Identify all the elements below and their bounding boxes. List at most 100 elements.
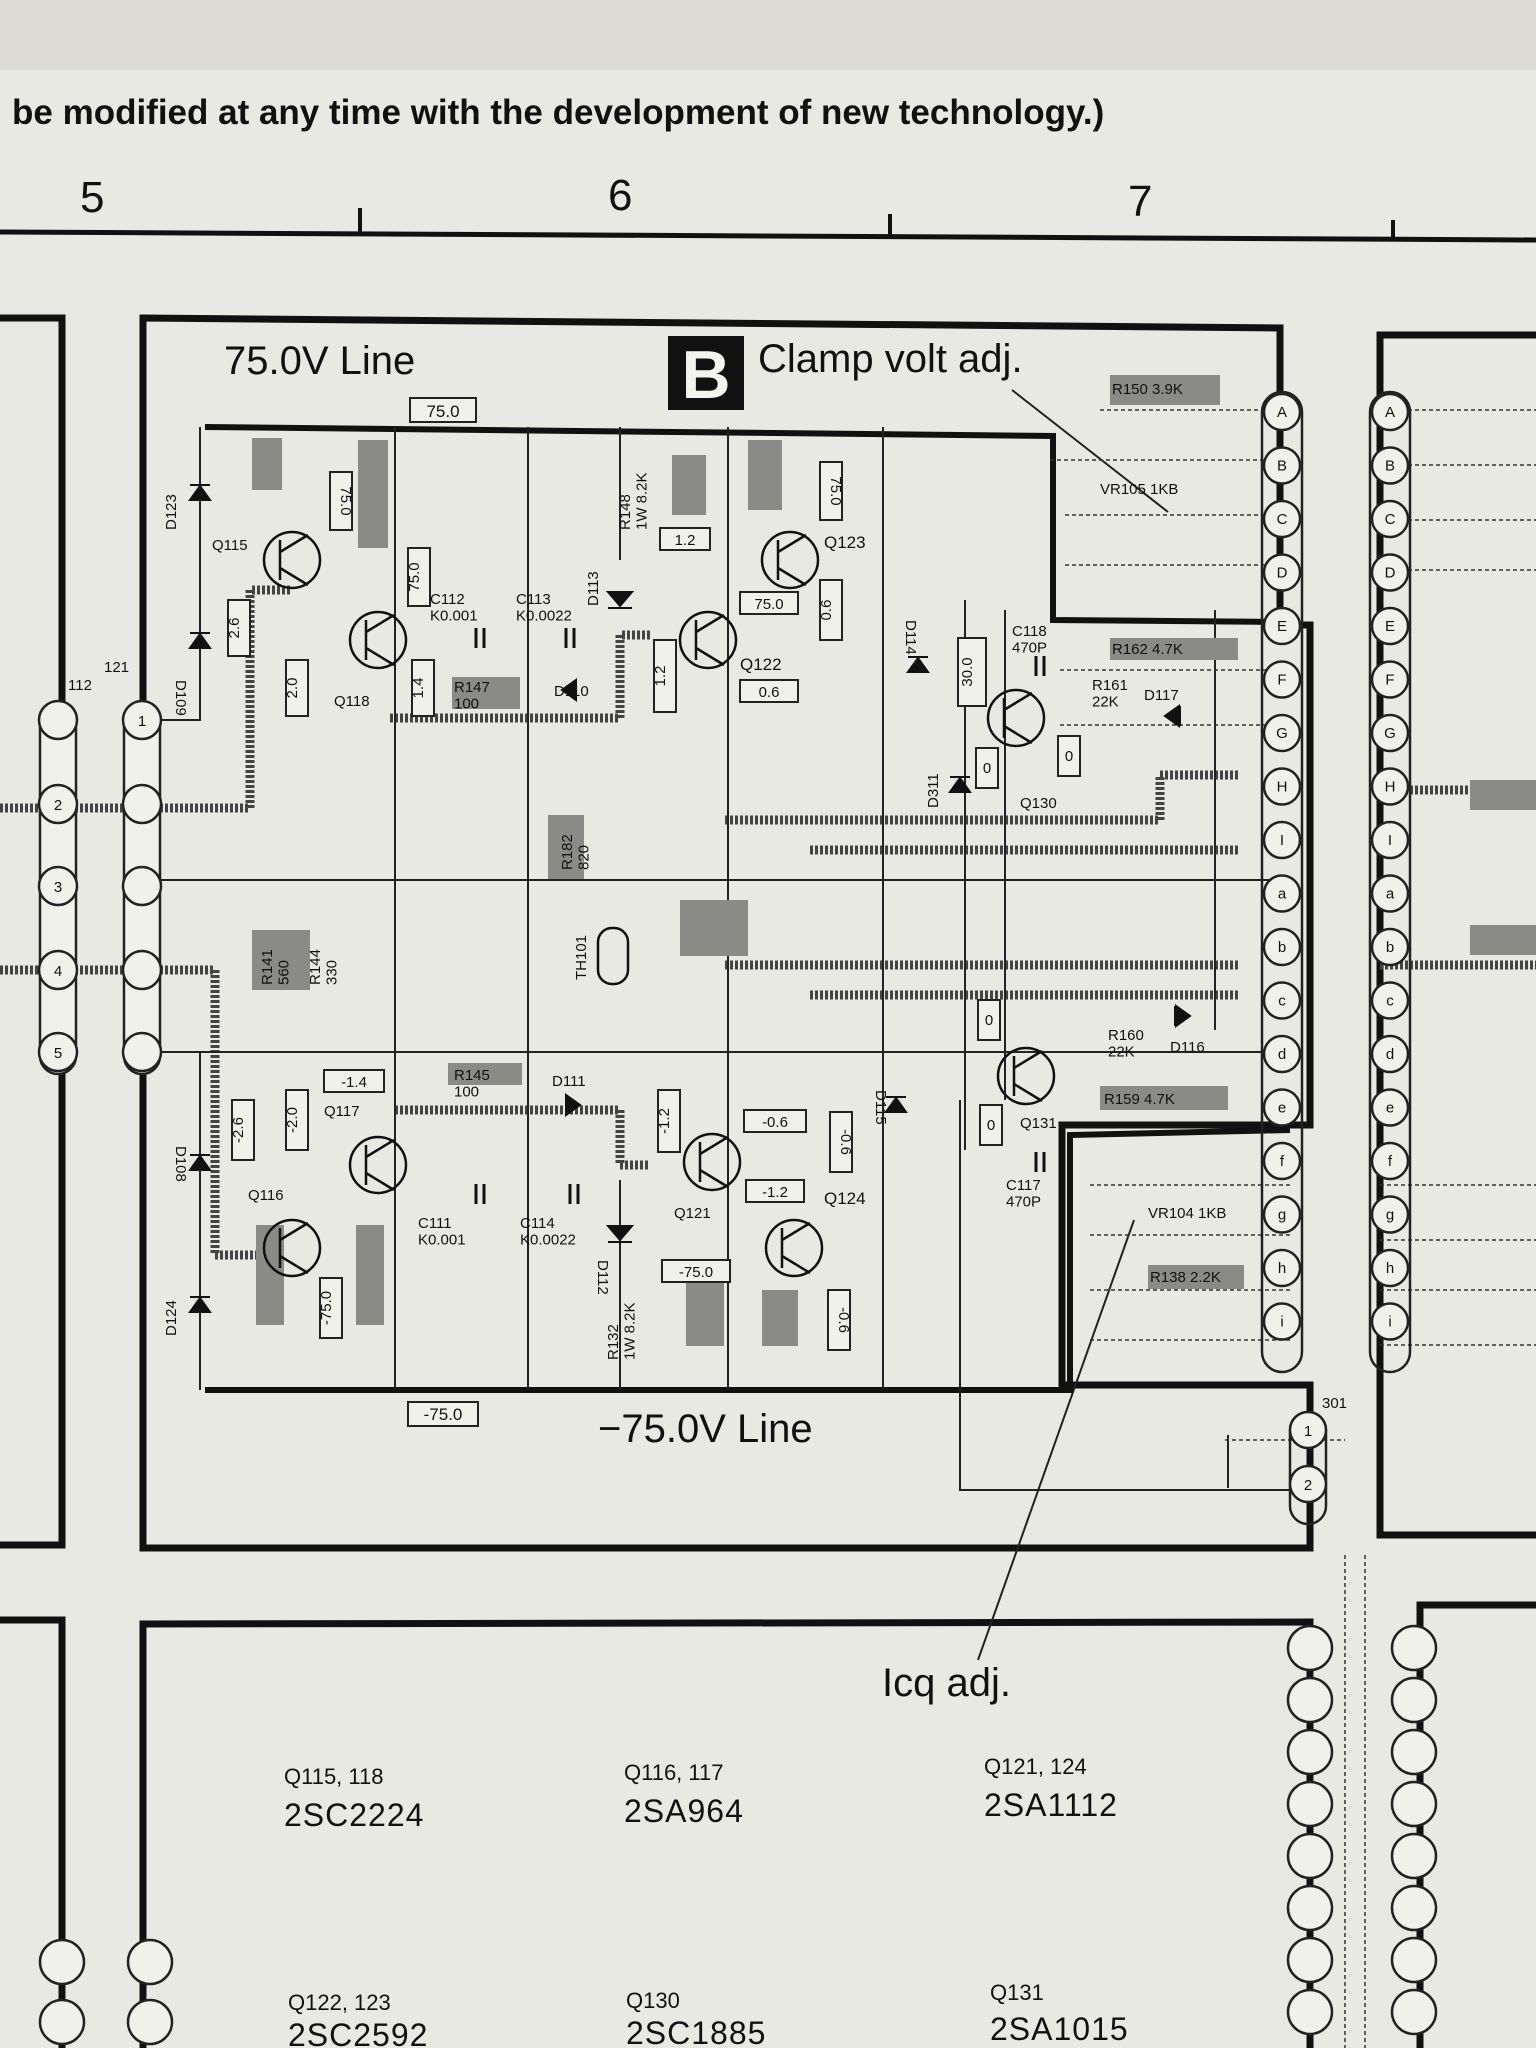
chain-connector-pin xyxy=(1390,1780,1438,1828)
chain-connector-pin xyxy=(1390,1832,1438,1880)
connector-pin-circle xyxy=(1262,820,1302,860)
chain-connector-pin xyxy=(1390,1988,1438,2036)
connector-pin-circle xyxy=(1370,820,1410,860)
label-d111: D111 xyxy=(552,1073,586,1090)
voltage-pos-rail: 75.0 xyxy=(426,402,459,421)
voltage-n0-6b: -0.6 xyxy=(837,1129,854,1155)
transistor-table: Q115, 118 2SC2224 Q116, 117 2SA964 Q121,… xyxy=(284,1754,1128,2048)
label-r150: R150 3.9K xyxy=(1112,381,1183,398)
voltage-75b: 75.0 xyxy=(406,562,423,591)
label-r144: R144330 xyxy=(307,949,341,985)
chain-connector-pin xyxy=(1286,1676,1334,1724)
connector-pin-label: g xyxy=(1386,1207,1394,1224)
connector-pin-label: f xyxy=(1280,1153,1285,1170)
transistor-q131 xyxy=(996,1046,1056,1106)
label-d114: D114 xyxy=(902,620,919,655)
connector-pin-circle xyxy=(1262,713,1302,753)
label-r138: R138 2.2K xyxy=(1150,1269,1221,1286)
connector-pin-circle xyxy=(1262,874,1302,913)
voltage-1-4a: 1.4 xyxy=(410,678,427,699)
connector-pin-label: e xyxy=(1278,1100,1286,1117)
label-d113: D113 xyxy=(585,571,602,606)
label-q123: Q123 xyxy=(824,533,866,552)
label-r162: R162 4.7K xyxy=(1112,641,1183,658)
voltage-n1-2b: -1.2 xyxy=(762,1184,788,1201)
ruler-mark-7: 7 xyxy=(1128,177,1152,226)
voltage-75a: 75.0 xyxy=(337,486,354,515)
connector-pin-circle xyxy=(1370,1302,1410,1341)
title-pos-line: 75.0V Line xyxy=(224,339,415,383)
diode-d123 xyxy=(188,484,212,501)
voltage-1-2b: 1.2 xyxy=(652,666,669,687)
connector-pin-label: d xyxy=(1386,1046,1394,1063)
connector-pin-circle xyxy=(1370,874,1410,913)
connector-pin-circle xyxy=(1370,713,1410,753)
table-model-5: 2SC1885 xyxy=(626,2015,766,2048)
connector-pin-label: F xyxy=(1385,672,1394,689)
connector-pin-label: D xyxy=(1385,565,1396,582)
connector-pin-circle xyxy=(1370,553,1410,592)
table-model-2: 2SA964 xyxy=(624,1793,744,1829)
transistor-q115 xyxy=(262,530,322,590)
transistor-q116 xyxy=(262,1218,322,1278)
pin-301-2: 2 xyxy=(1304,1477,1312,1494)
connector-pin-label: d xyxy=(1278,1046,1286,1063)
connector-pin-label: c xyxy=(1278,993,1286,1010)
connector-301: 1 2 301 xyxy=(1288,1395,1347,1526)
connector-pin-label: b xyxy=(1278,939,1286,956)
label-q116: Q116 xyxy=(248,1187,284,1204)
connector-pin-label: A xyxy=(1385,404,1395,421)
voltage-n2-6: -2.6 xyxy=(230,1117,247,1143)
label-r159: R159 4.7K xyxy=(1104,1091,1175,1108)
table-refs-6: Q131 xyxy=(990,1980,1044,2005)
left-pin-1: 1 xyxy=(138,713,146,730)
connector-pin-circle xyxy=(1262,1034,1302,1074)
voltage-n75b: -75.0 xyxy=(679,1264,713,1281)
connector-pin-label: c xyxy=(1386,993,1394,1010)
lower-connector-chains xyxy=(38,1624,1438,2046)
connector-pin-circle xyxy=(1262,553,1302,592)
connector-pin-circle xyxy=(1370,499,1410,539)
voltage-30: 30.0 xyxy=(959,657,976,686)
header-note: be modified at any time with the develop… xyxy=(12,93,1104,132)
title-neg-line: −75.0V Line xyxy=(598,1407,813,1451)
left-label-112: 112 xyxy=(68,677,92,694)
label-q122: Q122 xyxy=(740,655,782,674)
label-q124: Q124 xyxy=(824,1189,866,1208)
transistor-q123 xyxy=(760,530,820,590)
chain-connector-pin xyxy=(1390,1676,1438,1724)
connector-pin-label: A xyxy=(1277,404,1287,421)
connector-pin-circle xyxy=(1370,1195,1410,1234)
diode-d109 xyxy=(188,632,212,649)
connector-pin-label: B xyxy=(1385,458,1395,475)
diode-d108 xyxy=(188,1154,212,1171)
table-refs-3: Q121, 124 xyxy=(984,1754,1087,1779)
connector-pin-circle xyxy=(1262,446,1302,485)
voltage-1-2a: 1.2 xyxy=(675,532,696,549)
connector-pin-circle xyxy=(1262,660,1302,699)
label-r132: R1321W 8.2K xyxy=(605,1302,639,1360)
label-d116: D116 xyxy=(1170,1039,1205,1056)
block-b-letter: B xyxy=(681,337,730,413)
connector-pin-label: E xyxy=(1277,618,1287,635)
connector-pin-label: I xyxy=(1388,832,1392,849)
left-label-121: 121 xyxy=(104,659,129,676)
connector-pin-circle xyxy=(1262,1141,1302,1181)
voltage-0-6b: 0.6 xyxy=(818,600,835,621)
chain-connector-pin xyxy=(1390,1936,1438,1984)
connector-pin-label: B xyxy=(1277,458,1287,475)
chain-connector-pin xyxy=(1286,1728,1334,1776)
diode-d115 xyxy=(884,1096,908,1113)
connector-pin-circle xyxy=(1262,1088,1302,1127)
label-q131: Q131 xyxy=(1020,1115,1057,1132)
voltage-0-6a: 0.6 xyxy=(759,684,780,701)
diodes xyxy=(188,484,1192,1313)
connector-pin-label: i xyxy=(1388,1314,1391,1331)
voltage-2-0a: 2.0 xyxy=(284,678,301,699)
voltage-0a: 0 xyxy=(983,760,991,777)
